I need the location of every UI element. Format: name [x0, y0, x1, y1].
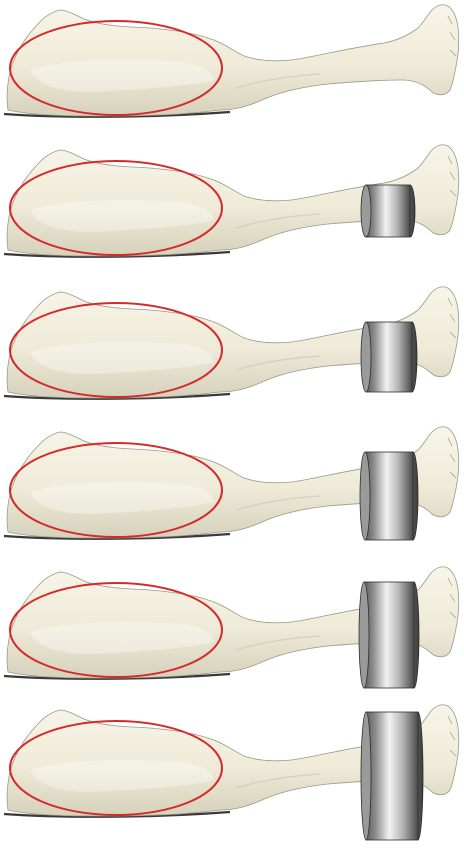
leg-silhouette [7, 5, 459, 116]
leg-panel-5 [4, 567, 459, 688]
cylinder-weight-icon [361, 185, 415, 237]
leg-panel-1 [4, 5, 459, 117]
cylinder-weight-icon [360, 452, 418, 540]
leg-panel-4 [4, 427, 459, 540]
leg-panel-3 [4, 287, 459, 399]
leg-panel-6 [4, 705, 459, 840]
cylinder-weight-icon [361, 322, 417, 392]
cylinder-weight-icon [361, 712, 423, 840]
leg-panel-2 [4, 145, 459, 257]
cylinder-weight-icon [359, 582, 419, 688]
